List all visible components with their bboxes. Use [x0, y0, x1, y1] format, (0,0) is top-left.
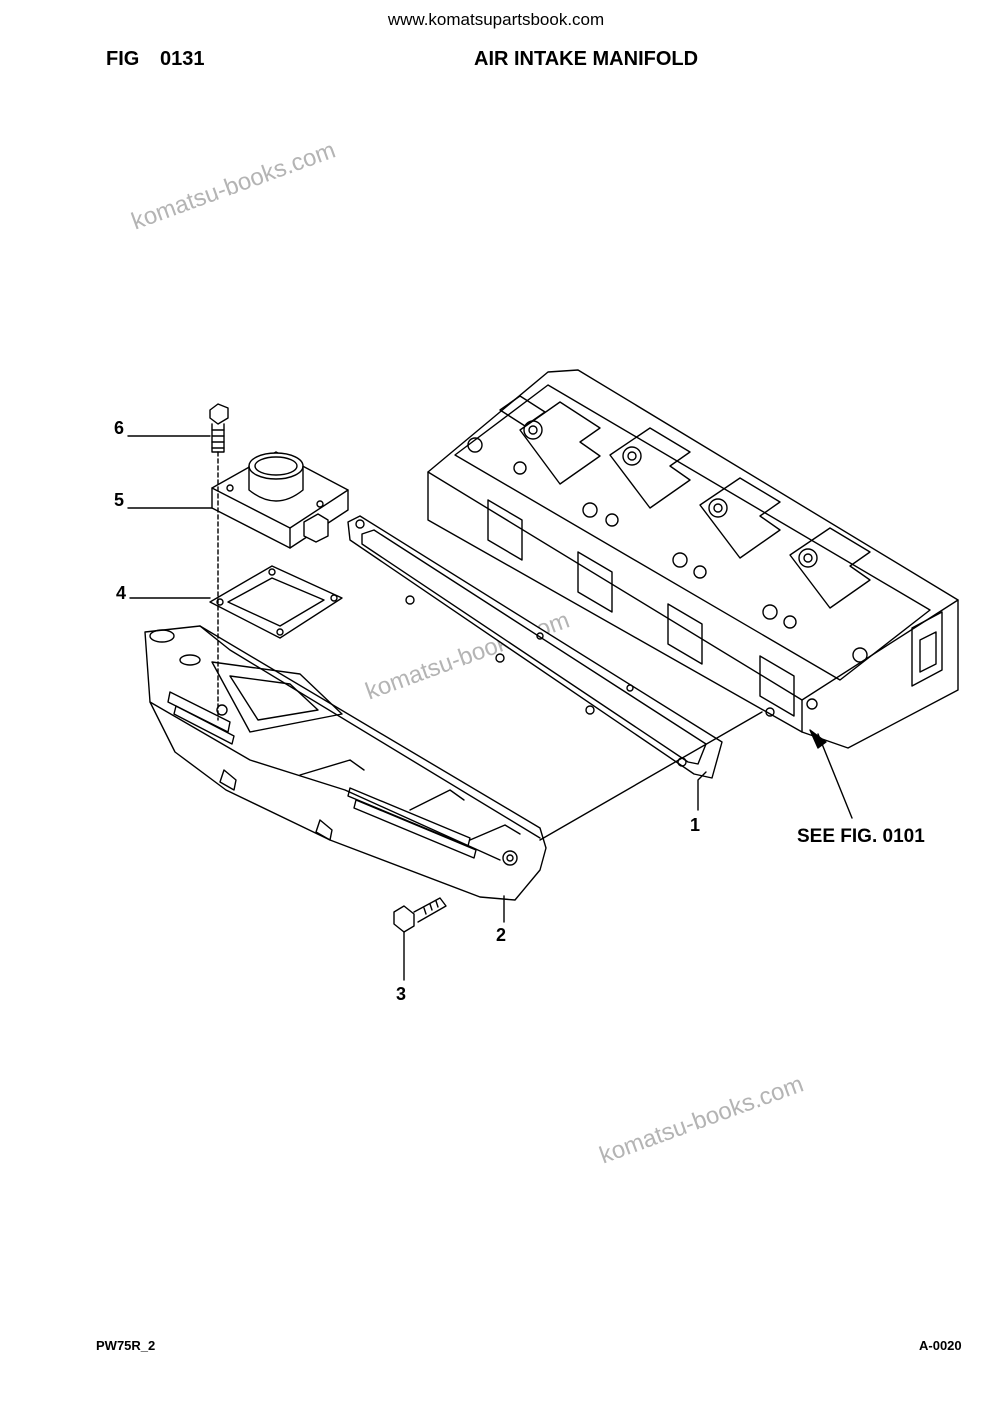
figure-label: FIG — [106, 48, 140, 70]
intake-manifold-drawing — [145, 626, 546, 900]
intake-connector-drawing — [212, 452, 348, 548]
website-url: www.komatsupartsbook.com — [387, 10, 605, 29]
connector-bolt-drawing — [210, 404, 228, 452]
callout-2: 2 — [496, 925, 507, 945]
figure-title: AIR INTAKE MANIFOLD — [474, 48, 699, 70]
footer-model: PW75R_2 — [96, 1338, 156, 1353]
cylinder-head-drawing — [428, 370, 958, 748]
callout-1: 1 — [690, 815, 701, 835]
connector-gasket-drawing — [210, 566, 342, 638]
manifold-bolt-drawing — [394, 898, 446, 932]
callout-4: 4 — [116, 583, 127, 603]
callout-6: 6 — [114, 418, 125, 438]
callout-5: 5 — [114, 490, 125, 510]
leader-lines — [128, 436, 852, 980]
manifold-gasket-drawing — [348, 516, 722, 778]
reference-note: SEE FIG. 0101 — [797, 826, 925, 847]
callout-3: 3 — [396, 984, 407, 1004]
figure-number: 0131 — [160, 48, 205, 70]
footer-page-code: A-0020 — [919, 1338, 962, 1353]
